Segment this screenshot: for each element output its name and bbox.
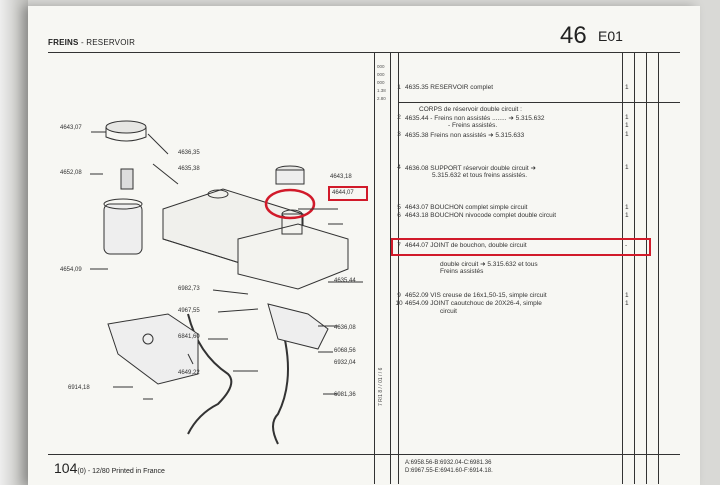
row-text: 4654.09 JOINT caoutchouc de 20X26-4, sim… [405,300,542,307]
row-text: Freins assistés [440,268,484,275]
highlight-box-table [391,238,651,256]
side-code: 000 [377,80,385,85]
page-header: FREINS - RESERVOIR [48,38,136,47]
ref-label: 4649,22 [178,370,200,376]
subsection-title: RESERVOIR [86,38,136,47]
highlight-circle [264,188,316,220]
row-qty: 1 [625,122,629,129]
side-code: 000 [377,64,385,69]
row-text: 4652.09 VIS creuse de 16x1,50-15, simple… [405,292,547,299]
row-number: 10 [395,300,403,307]
row-text: 4636.08 SUPPORT réservoir double circuit… [405,165,536,172]
ref-label-highlighted: 4644,07 [332,190,354,196]
row-qty: 1 [625,212,629,219]
row-number: 9 [397,292,401,299]
catalog-page: FREINS - RESERVOIR 46 E01 [28,6,700,485]
ref-label: 6914,18 [68,385,90,391]
ref-label: 4635,38 [178,166,200,172]
table-col-line [646,52,647,484]
table-col-line [622,52,623,484]
row-text-highlighted: 4644.07 JOINT de bouchon, double circuit [405,242,527,249]
row-qty: 1 [625,292,629,299]
side-code: 2.80 [377,96,386,101]
side-code: 1.38 [377,88,386,93]
ref-label: 4636,08 [334,325,356,331]
row-qty: 1 [625,131,629,138]
row-qty: 1 [625,300,629,307]
ref-label: 6982,73 [178,286,200,292]
row-number: 5 [397,204,401,211]
table-col-line [634,52,635,484]
row-qty: 1 [625,84,629,91]
ref-label: 4635,44 [334,278,356,284]
page-number: 46 [560,22,587,49]
bottom-ref: A:6958.56-B:6932.04-C:6981.36 [405,460,492,466]
row-text: double circuit ➜ 5.315.632 et tous [440,261,538,268]
ref-label: 4643,07 [60,125,82,131]
row-qty: 1 [625,204,629,211]
row-qty: 1 [625,164,629,171]
page-code: E01 [598,28,623,44]
cap-body [105,127,147,142]
row-text: circuit [440,308,457,315]
ref-label: 6932,04 [334,360,356,366]
row-number: 6 [397,212,401,219]
header-rule [48,52,680,53]
vertical-code: 7 R/1 8 / / 01 / / 6 [378,367,384,406]
row-number: 4 [397,164,401,171]
row-text: 4635.44 - Freins non assistés ........ ➜… [405,115,545,122]
row-text: 4643.18 BOUCHON nivocode complet double … [405,212,557,219]
ref-label: 4654,09 [60,267,82,273]
row-text: 4643.07 BOUCHON complet simple circuit [405,204,528,211]
ref-label: 4967,55 [178,308,200,314]
row-text: 4635.38 Freins non assistés ➜ 5.315.633 [405,132,525,139]
footer-rule [48,454,680,455]
row-text: CORPS de réservoir double circuit : [419,106,522,113]
row-text: 5.315.632 et tous freins assistés. [432,172,528,179]
ref-label: 6981,36 [334,392,356,398]
row-number: 2 [397,114,401,121]
row-number: 1 [397,84,401,91]
exploded-diagram [90,120,363,445]
ref-label: 6841,60 [178,334,200,340]
footer-page: 104 [54,460,78,476]
ref-label: 4643,18 [330,174,352,180]
bottom-ref: D:6967.55-E:6941.60-F:6914.18. [405,468,493,474]
ref-label: 4652,08 [60,170,82,176]
row-number: 3 [397,131,401,138]
row-qty: - [625,242,628,249]
table-row-line [398,102,680,103]
body-part [103,203,143,255]
row-number: 7 [397,242,401,249]
ref-label: 6068,56 [334,348,356,354]
cap-part [105,120,147,134]
row-text: 4635.35 RESERVOIR complet [405,84,494,91]
table-col-line [390,52,391,484]
footer-suffix: (0) - 12/80 Printed in France [77,468,165,475]
highlight-box-diagram [328,186,368,201]
left-binding-edge [0,0,28,485]
table-col-line [398,52,399,484]
page-footer: 104(0) - 12/80 Printed in France [54,460,165,476]
ref-label: 4636,35 [178,150,200,156]
side-code: 000 [377,72,385,77]
section-title: FREINS [48,38,79,47]
table-border-left [374,52,375,484]
row-qty: 1 [625,114,629,121]
table-col-line [658,52,659,484]
row-text: - Freins assistés. [448,122,498,129]
